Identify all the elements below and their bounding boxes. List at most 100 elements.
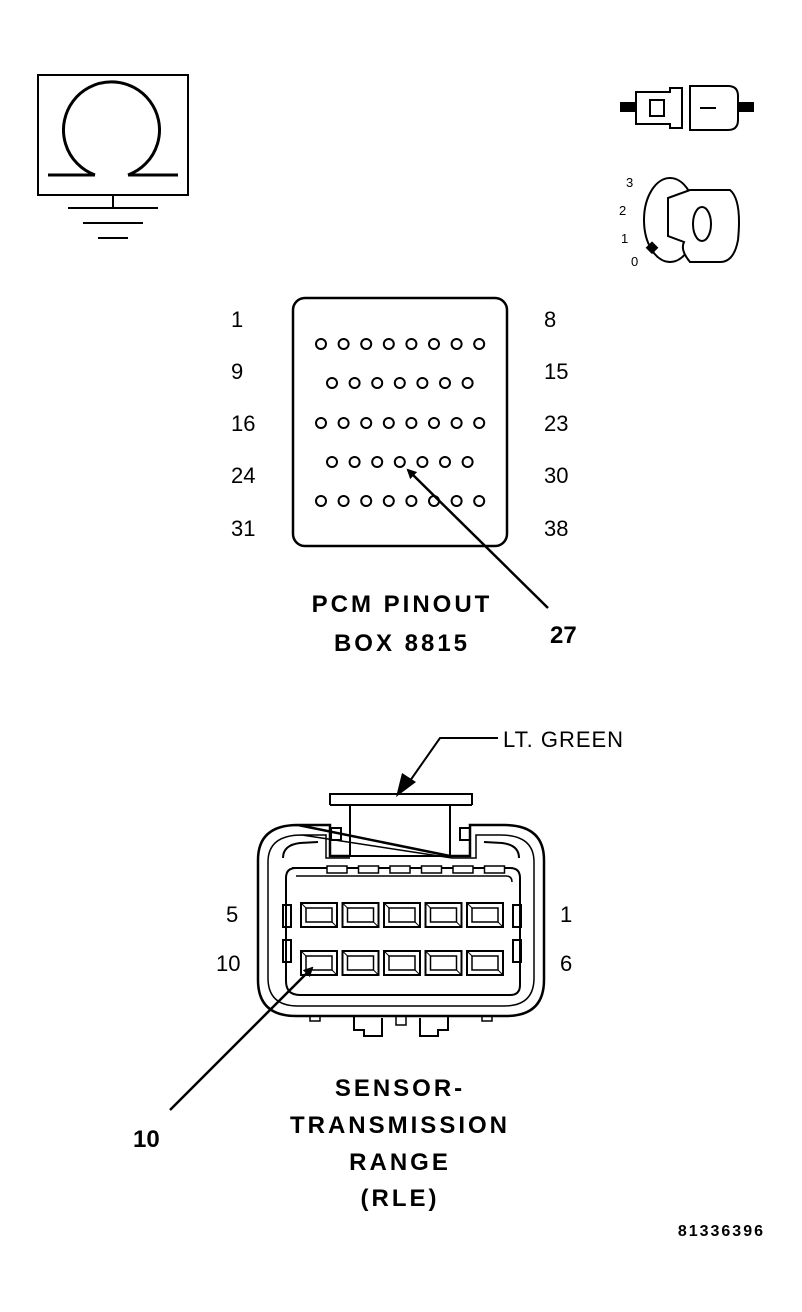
pcm-pin-cavity	[360, 495, 373, 507]
pcm-pin-cavity	[315, 338, 327, 350]
pcm-caption-line2: BOX 8815	[334, 630, 470, 657]
pcm-label-24: 24	[231, 463, 255, 488]
connector-terminal-inner	[305, 955, 333, 971]
pcm-right-labels: 8 15 23 30 38	[544, 307, 568, 541]
connector-terminal-bevel	[414, 921, 421, 928]
pcm-pinout-box	[291, 296, 509, 548]
pcm-pin-cavity	[405, 495, 418, 507]
pcm-pin-grid	[315, 338, 486, 507]
connector-terminal-bevel	[342, 950, 348, 957]
callout-27-label: 27	[550, 622, 577, 649]
sensor-connector	[256, 793, 546, 1037]
sensor-caption-line2: TRANSMISSION	[290, 1112, 510, 1139]
ignition-position-1: 1	[621, 231, 628, 246]
connector-key-dash	[483, 865, 506, 874]
connector-terminal	[424, 950, 463, 976]
ignition-position-0: 0	[631, 254, 638, 269]
ignition-position-3: 3	[626, 175, 633, 190]
connector-terminal-inner	[429, 955, 458, 971]
sensor-label-6: 6	[560, 951, 572, 976]
connector-terminal	[341, 950, 380, 976]
pcm-left-labels: 1 9 16 24 31	[231, 307, 255, 541]
pcm-pin-cavity	[393, 377, 406, 389]
pcm-pin-cavity	[473, 338, 486, 350]
pcm-label-31: 31	[231, 516, 255, 541]
wire-color-label: LT. GREEN	[503, 727, 624, 752]
connector-terminal-bevel	[497, 921, 504, 928]
connector-terminal-bevel	[342, 902, 348, 909]
pcm-label-9: 9	[231, 359, 243, 384]
connector-terminal	[466, 950, 504, 976]
connector-terminal-bevel	[373, 969, 379, 976]
connector-terminal-inner	[346, 907, 375, 923]
connector-terminal-bevel	[300, 902, 307, 909]
pcm-pin-cavity	[348, 456, 361, 468]
sensor-caption-line1: SENSOR-	[335, 1075, 465, 1102]
connector-terminal-inner	[388, 907, 416, 923]
pcm-pin-cavity	[382, 417, 395, 429]
pcm-pin-cavity	[337, 338, 350, 350]
connector-terminal	[383, 950, 421, 976]
pcm-label-1: 1	[231, 307, 243, 332]
wire-color-leader	[404, 737, 498, 789]
pcm-pin-cavity	[416, 377, 429, 389]
pcm-pin-cavity	[428, 417, 440, 429]
connector-terminal-bevel	[425, 902, 431, 909]
connector-terminal	[300, 902, 338, 928]
pcm-caption-line1: PCM PINOUT	[312, 591, 493, 618]
ignition-switch-icon	[643, 177, 740, 263]
sensor-caption-line3: RANGE	[349, 1149, 451, 1176]
connector-key-dash	[420, 865, 443, 874]
pcm-pin-cavity	[461, 456, 474, 468]
pcm-pin-cavity	[473, 417, 486, 429]
pcm-pin-cavity	[360, 338, 373, 350]
connector-terminal-grid	[300, 902, 504, 976]
pcm-pin-cavity	[439, 377, 451, 389]
pcm-pin-cavity	[461, 377, 474, 389]
ignition-position-labels: 3 2 1 0	[619, 175, 638, 269]
connector-terminal-bevel	[456, 969, 462, 976]
connector-terminal-bevel	[373, 921, 379, 928]
pcm-label-16: 16	[231, 411, 255, 436]
connector-terminal	[300, 950, 338, 976]
connector-terminal	[466, 902, 504, 928]
pcm-pin-cavity	[315, 417, 327, 429]
wire-color-arrowhead	[396, 773, 416, 797]
sensor-caption: SENSOR- TRANSMISSION RANGE (RLE)	[290, 1075, 510, 1212]
pcm-pin-cavity	[450, 495, 463, 507]
pcm-pin-cavity	[450, 338, 463, 350]
figure-code: 81336396	[678, 1223, 765, 1240]
connector-key-dash	[357, 865, 380, 874]
connector-terminal-inner	[471, 955, 499, 971]
disconnected-connector-icon	[620, 85, 754, 131]
pcm-label-8: 8	[544, 307, 556, 332]
pcm-pin-cavity	[337, 417, 350, 429]
pcm-label-30: 30	[544, 463, 568, 488]
connector-key-dash	[326, 865, 348, 874]
connector-terminal	[383, 902, 421, 928]
connector-terminal-bevel	[466, 950, 473, 957]
pcm-pin-cavity	[371, 377, 384, 389]
connector-terminal-bevel	[331, 969, 338, 976]
pcm-pin-cavity	[450, 417, 463, 429]
connector-terminal-bevel	[497, 969, 504, 976]
ohmmeter-icon	[37, 74, 189, 239]
ignition-position-2: 2	[619, 203, 626, 218]
connector-terminal-inner	[388, 955, 416, 971]
sensor-right-labels: 1 6	[560, 902, 572, 976]
callout-27-arrow	[406, 468, 549, 609]
pcm-label-15: 15	[544, 359, 568, 384]
pcm-pin-cavity	[382, 495, 395, 507]
pcm-pin-cavity	[428, 338, 440, 350]
pcm-pin-cavity	[405, 338, 418, 350]
connector-key-dash	[389, 865, 411, 874]
sensor-caption-line4: (RLE)	[361, 1185, 440, 1212]
sensor-label-1: 1	[560, 902, 572, 927]
connector-terminal-inner	[305, 907, 333, 923]
connector-terminal-bevel	[331, 921, 338, 928]
pcm-pin-cavity	[326, 377, 338, 389]
connector-terminal-inner	[429, 907, 458, 923]
connector-terminal	[424, 902, 463, 928]
pcm-pin-cavity	[326, 456, 338, 468]
